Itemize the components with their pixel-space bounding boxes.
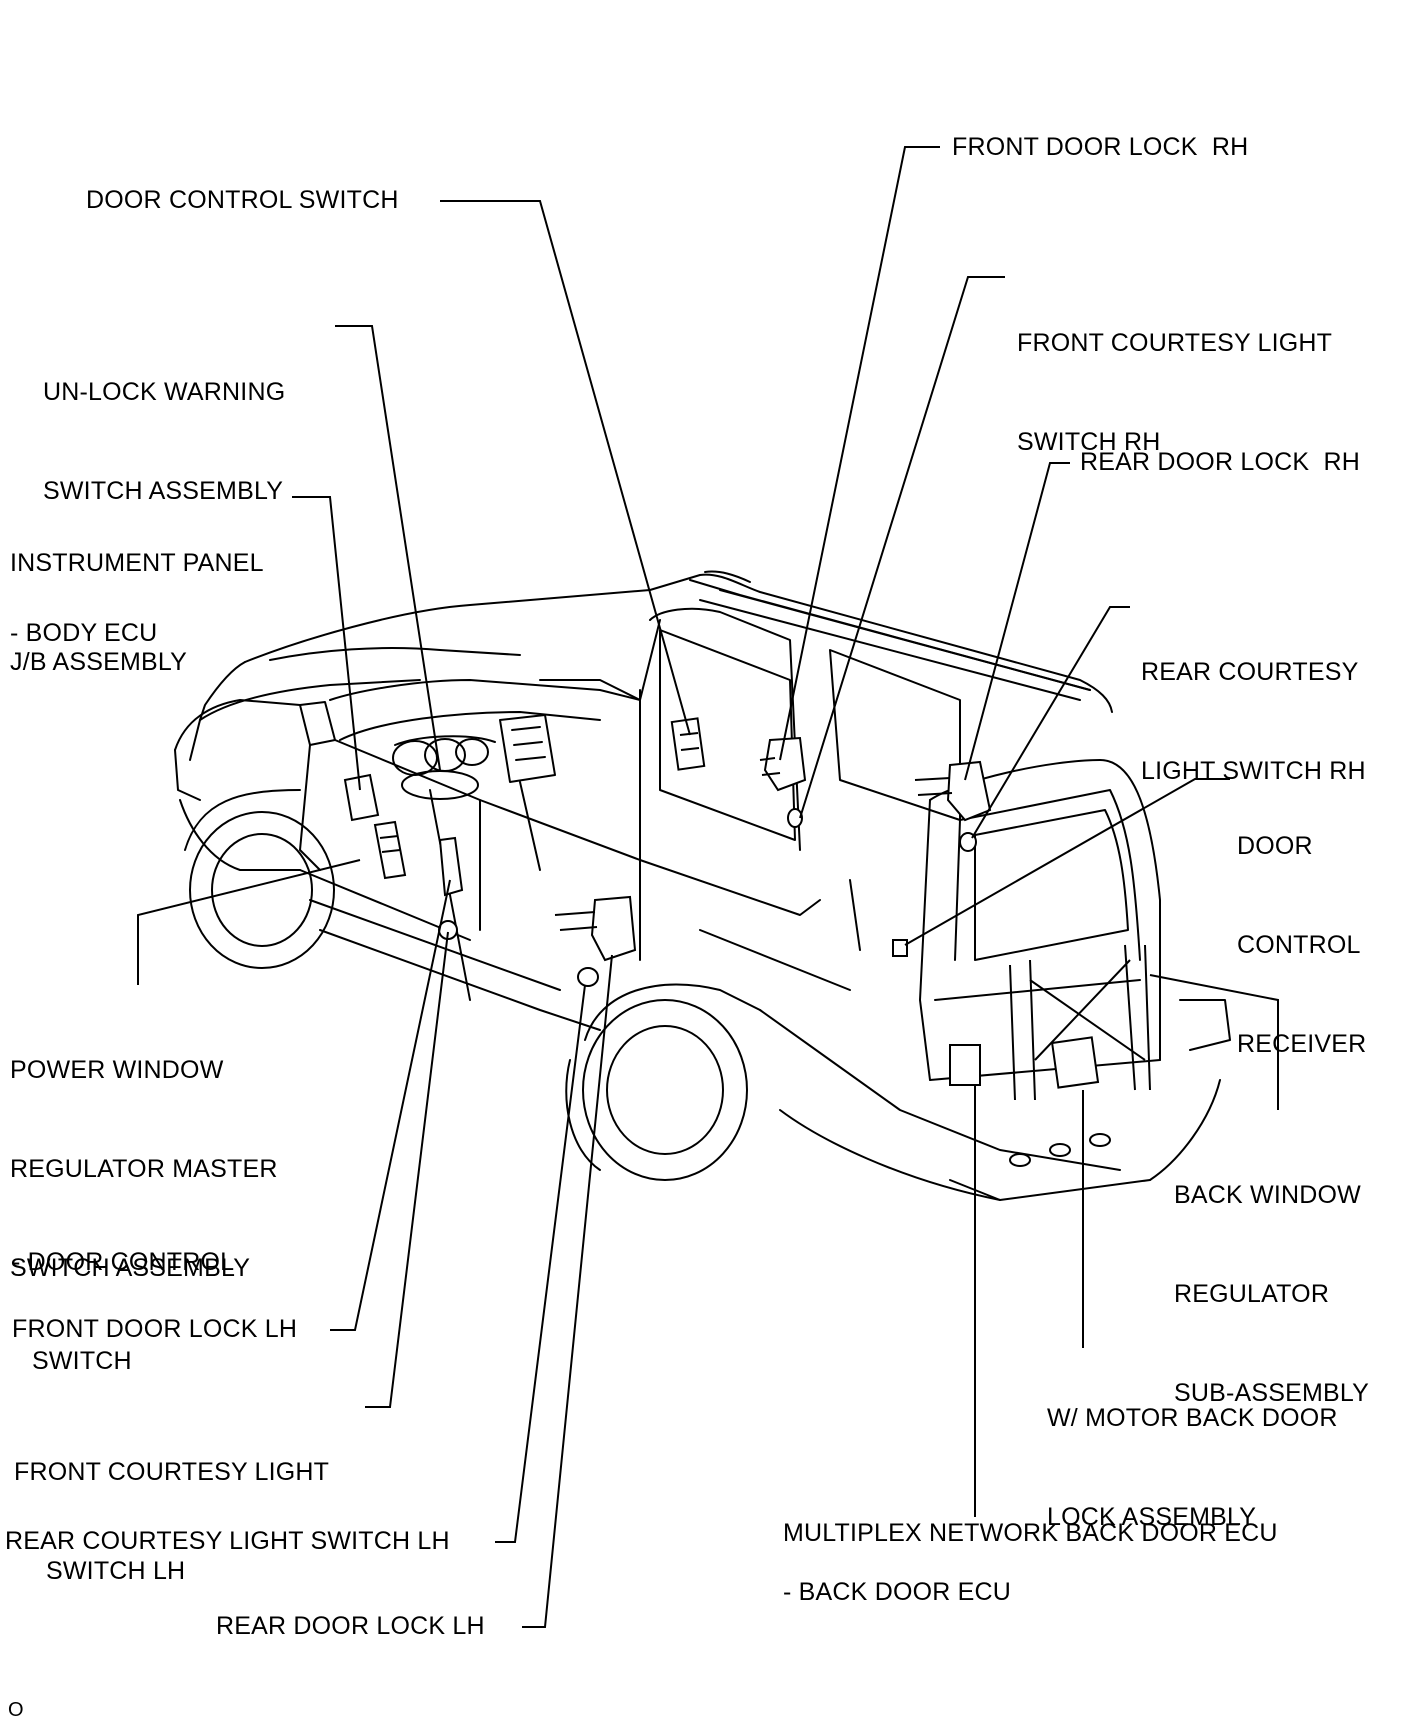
label-line: INSTRUMENT PANEL bbox=[10, 549, 264, 577]
label-rear-courtesy-light-rh: REAR COURTESY LIGHT SWITCH RH bbox=[1141, 590, 1366, 821]
label-line: DOOR bbox=[1237, 832, 1313, 860]
door-control-receiver-part bbox=[892, 939, 908, 957]
label-rear-door-lock-lh: REAR DOOR LOCK LH bbox=[216, 1612, 485, 1640]
label-multiplex-back-door-ecu: MULTIPLEX NETWORK BACK DOOR ECU bbox=[783, 1519, 1278, 1547]
label-line: SWITCH RH bbox=[1017, 428, 1161, 456]
label-line: SWITCH ASSEMBLY bbox=[43, 477, 284, 505]
back-door-ecu-part bbox=[949, 1044, 981, 1086]
label-back-door-ecu: - BACK DOOR ECU bbox=[783, 1578, 1012, 1606]
label-door-control-switch: DOOR CONTROL SWITCH bbox=[86, 186, 399, 214]
label-line: - DOOR CONTROL bbox=[12, 1248, 235, 1276]
label-line: CONTROL bbox=[1237, 931, 1361, 959]
label-line: J/B ASSEMBLY bbox=[10, 648, 188, 676]
front-door-lock-rh-part bbox=[759, 736, 807, 792]
label-back-window-regulator: BACK WINDOW REGULATOR SUB-ASSEMBLY bbox=[1174, 1113, 1369, 1443]
label-line: REGULATOR bbox=[1174, 1280, 1330, 1308]
label-body-ecu: - BODY ECU bbox=[10, 619, 158, 647]
label-line: LOCK ASSEMBLY bbox=[1047, 1503, 1257, 1531]
label-line: POWER WINDOW bbox=[10, 1056, 224, 1084]
power-window-master-switch-part bbox=[373, 820, 407, 880]
label-line: SWITCH LH bbox=[46, 1557, 186, 1585]
label-line: FRONT COURTESY LIGHT bbox=[14, 1458, 330, 1486]
vehicle-parts bbox=[343, 717, 1151, 1101]
label-front-courtesy-light-lh: FRONT COURTESY LIGHT SWITCH LH bbox=[14, 1390, 329, 1621]
label-back-door-lock-assembly: W/ MOTOR BACK DOOR LOCK ASSEMBLY bbox=[1047, 1336, 1338, 1567]
front-courtesy-light-rh-part bbox=[787, 808, 803, 828]
vehicle-body-outline bbox=[174, 570, 1231, 1201]
label-door-control-switch-sub: - DOOR CONTROL SWITCH bbox=[12, 1180, 234, 1411]
label-unlock-warning-switch: UN-LOCK WARNING SWITCH ASSEMBLY bbox=[43, 310, 285, 541]
rear-door-lock-rh-part bbox=[914, 760, 992, 822]
leader-lines bbox=[137, 146, 1279, 1628]
label-front-door-lock-lh: FRONT DOOR LOCK LH bbox=[12, 1315, 298, 1343]
rear-courtesy-light-lh-part bbox=[577, 967, 599, 987]
label-line: RECEIVER bbox=[1237, 1030, 1367, 1058]
label-front-courtesy-light-rh: FRONT COURTESY LIGHT SWITCH RH bbox=[1017, 261, 1332, 492]
label-line: FRONT COURTESY LIGHT bbox=[1017, 329, 1333, 357]
label-instrument-panel-jb: INSTRUMENT PANEL J/B ASSEMBLY bbox=[10, 481, 264, 712]
label-line: LIGHT SWITCH RH bbox=[1141, 757, 1366, 785]
label-line: REAR COURTESY bbox=[1141, 658, 1359, 686]
label-line: REGULATOR MASTER bbox=[10, 1155, 278, 1183]
instrument-panel-jb-part bbox=[343, 773, 380, 822]
label-line: SWITCH ASSEMBLY bbox=[10, 1254, 251, 1282]
label-line: SUB-ASSEMBLY bbox=[1174, 1379, 1370, 1407]
label-power-window-master-switch: POWER WINDOW REGULATOR MASTER SWITCH ASS… bbox=[10, 988, 278, 1318]
front-door-lock-lh-part bbox=[438, 836, 464, 897]
label-line: UN-LOCK WARNING bbox=[43, 378, 286, 406]
label-rear-courtesy-light-lh: REAR COURTESY LIGHT SWITCH LH bbox=[5, 1527, 450, 1555]
back-window-regulator-part bbox=[1009, 944, 1151, 1101]
label-front-door-lock-rh: FRONT DOOR LOCK RH bbox=[952, 133, 1249, 161]
label-line: BACK WINDOW bbox=[1174, 1181, 1361, 1209]
figure-code: O bbox=[8, 1699, 24, 1721]
label-line: SWITCH bbox=[32, 1347, 132, 1375]
label-rear-door-lock-rh: REAR DOOR LOCK RH bbox=[1080, 448, 1361, 476]
label-line: W/ MOTOR BACK DOOR bbox=[1047, 1404, 1338, 1432]
label-door-control-receiver: DOOR CONTROL RECEIVER bbox=[1237, 764, 1366, 1094]
rear-door-lock-lh-part bbox=[554, 895, 637, 962]
